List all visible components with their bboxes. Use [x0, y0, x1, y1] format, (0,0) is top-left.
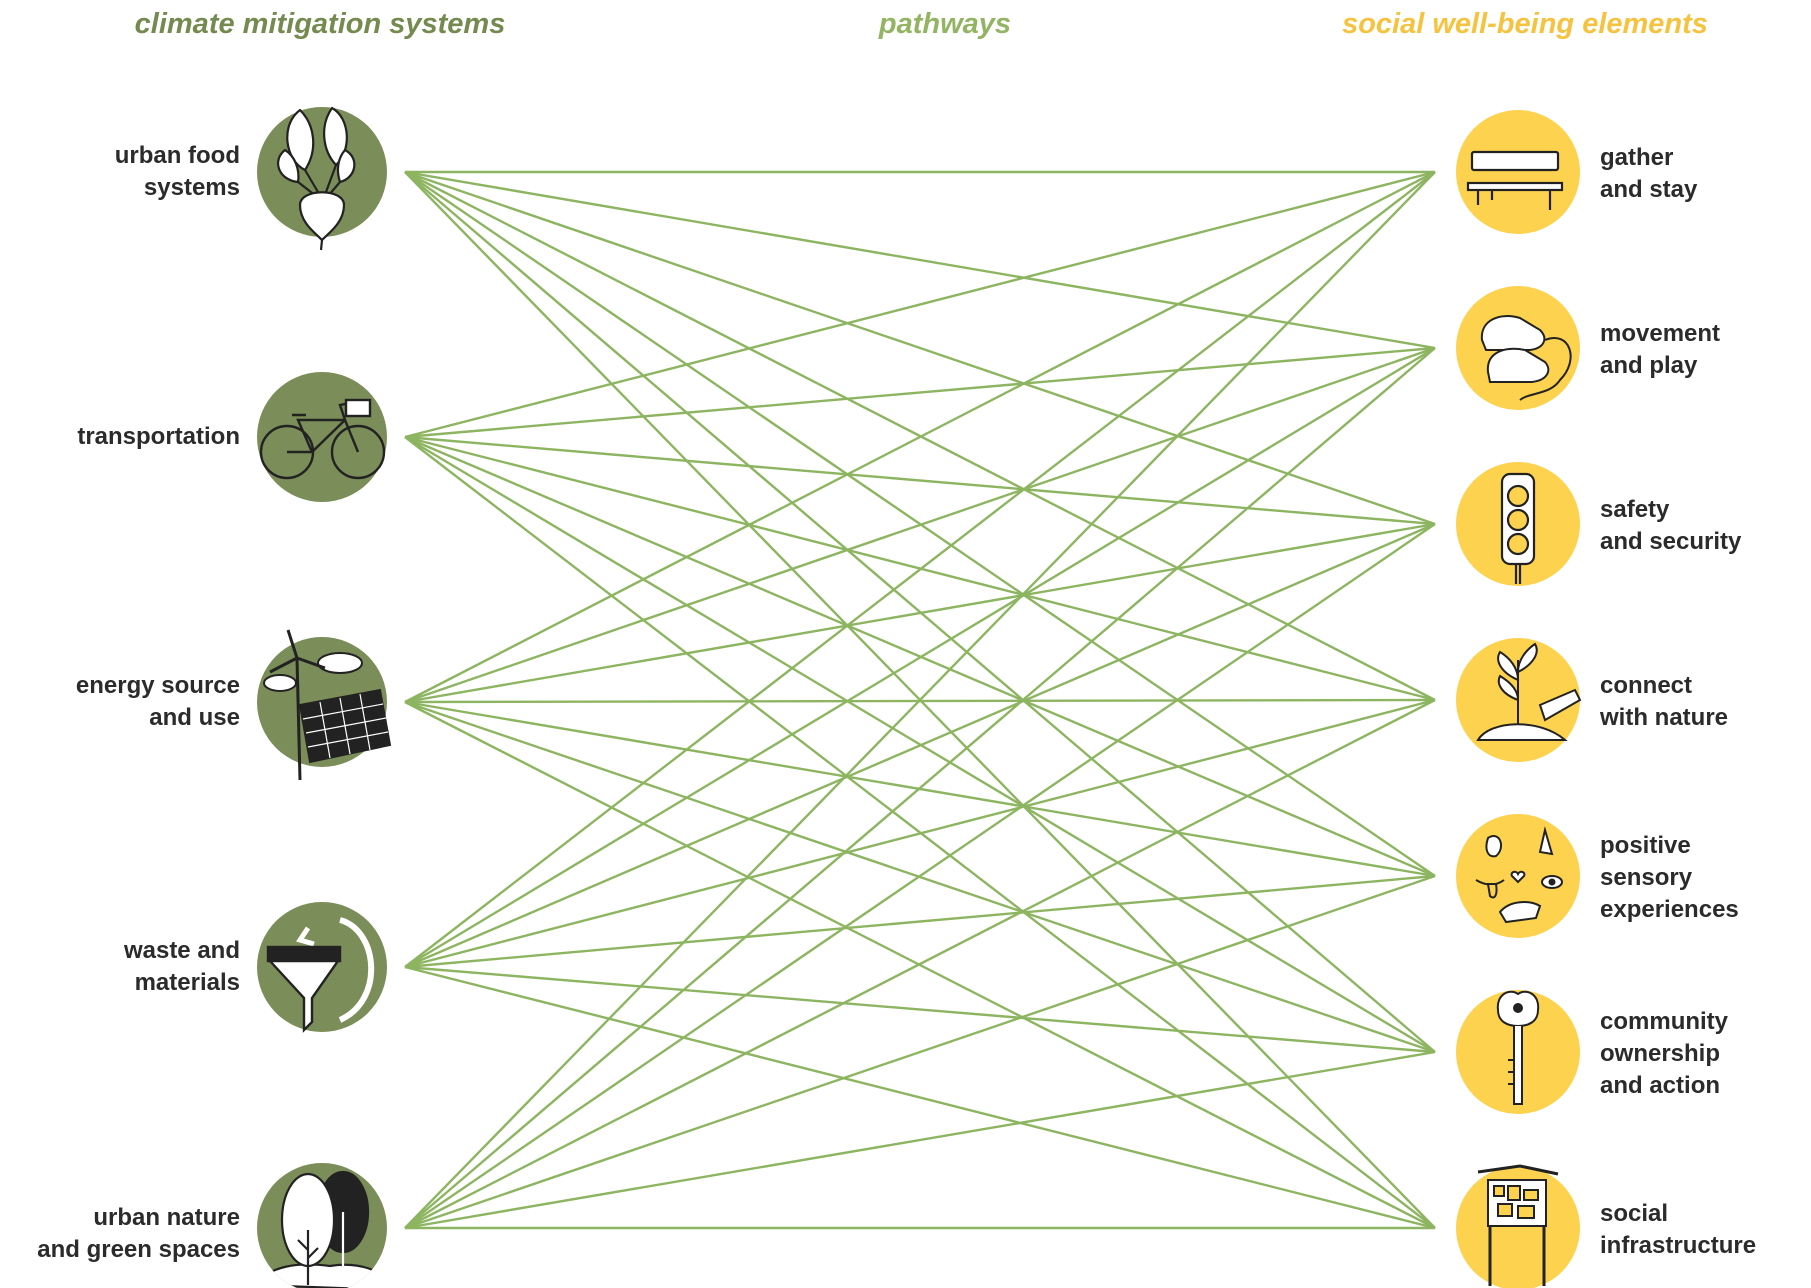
key-icon — [1496, 990, 1540, 1105]
notice-board-icon — [1477, 1164, 1559, 1286]
pathway-line — [404, 346, 1436, 439]
right-label-safety: safety and security — [1600, 496, 1742, 555]
seedling-hands-icon — [1476, 642, 1582, 741]
left-label-waste: waste and materials — [123, 937, 240, 996]
left-label-energy: energy source and use — [75, 672, 240, 731]
pathway-line — [404, 171, 1436, 1229]
pathway-line — [404, 698, 1436, 1230]
pathway-line — [404, 170, 1436, 526]
connection-lines — [404, 170, 1436, 1230]
senses-icon — [1475, 826, 1563, 924]
right-label-community: community ownership and action — [1600, 1008, 1729, 1099]
pathway-line — [404, 965, 1436, 1054]
right-column-heading: social well-being elements — [1342, 8, 1708, 40]
pathway-line — [404, 346, 1436, 704]
middle-column-heading: pathways — [878, 8, 1012, 40]
pathway-line — [404, 522, 1436, 969]
pathway-line — [404, 170, 1436, 439]
pathway-line — [404, 346, 1436, 969]
pathway-line — [404, 965, 1436, 1230]
pathway-line — [404, 522, 1436, 704]
pathway-line — [404, 347, 1436, 1229]
funnel-recycle-icon — [266, 917, 375, 1033]
gather-circle — [1456, 110, 1580, 234]
left-column-heading: climate mitigation systems — [134, 8, 506, 40]
pathway-line — [404, 1050, 1436, 1230]
pathway-line — [404, 435, 1436, 526]
left-label-transportation: transportation — [77, 423, 240, 450]
bicycle-icon — [259, 398, 386, 480]
right-label-social-infra: social infrastructure — [1600, 1200, 1757, 1259]
beet-icon — [277, 106, 356, 251]
traffic-light-icon — [1500, 472, 1536, 584]
wind-solar-icon — [263, 629, 392, 781]
left-label-urban-food: urban food systems — [114, 142, 240, 201]
pathway-line — [404, 874, 1436, 969]
pathway-line — [404, 170, 1436, 350]
pathway-line — [404, 171, 1436, 968]
sneakers-icon — [1480, 315, 1572, 401]
pathway-line — [404, 523, 1436, 1229]
bench-icon — [1466, 150, 1564, 210]
right-label-movement: movement and play — [1600, 320, 1721, 379]
right-label-gather: gather and stay — [1600, 144, 1698, 203]
pathway-line — [404, 874, 1436, 1230]
pathway-line — [404, 170, 1436, 704]
left-label-urban-nature: urban nature and green spaces — [37, 1204, 240, 1263]
right-label-sensory: positive sensory experiences — [1600, 832, 1739, 923]
pathway-line — [404, 698, 1436, 969]
right-label-connect-nature: connect with nature — [1600, 672, 1729, 731]
